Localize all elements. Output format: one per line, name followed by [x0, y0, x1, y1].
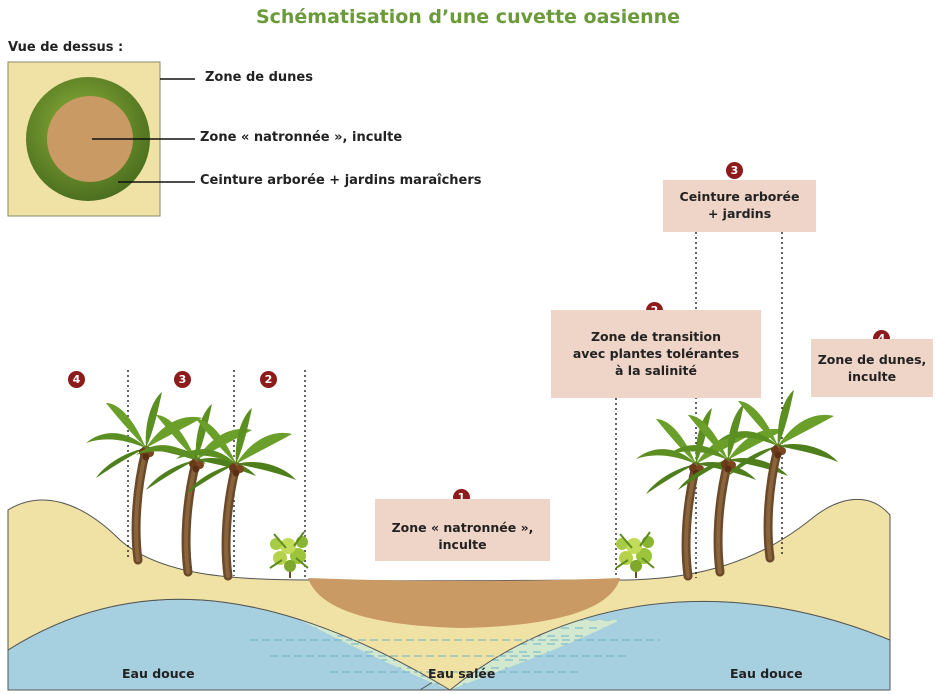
zone3-marker: 3: [726, 162, 743, 179]
zone1-box: Zone « natronnée », inculte: [375, 499, 550, 561]
water-label-right: Eau douce: [730, 666, 803, 681]
bush-right: [615, 531, 655, 579]
zone2-box: Zone de transition avec plantes tolérant…: [551, 310, 761, 398]
left-marker-2: 2: [260, 371, 277, 388]
water-label-center: Eau salée: [428, 666, 496, 681]
bush-left: [269, 531, 309, 579]
left-marker-3: 3: [174, 371, 191, 388]
palm-tree-left-2: [136, 404, 256, 572]
top-view-label: Vue de dessus :: [8, 40, 124, 55]
water-label-left: Eau douce: [122, 666, 195, 681]
left-marker-4: 4: [68, 371, 85, 388]
zone3-line-2: + jardins: [707, 206, 772, 221]
zone1-line-1: Zone « natronnée »,: [391, 520, 534, 535]
zone2-line-3: à la salinité: [615, 363, 697, 378]
diagram-title: Schématisation d’une cuvette oasienne: [255, 6, 681, 28]
natron-basin: [308, 578, 620, 628]
zone2-line-2: avec plantes tolérantes: [572, 346, 740, 361]
legend-belt: Ceinture arborée + jardins maraîchers: [200, 173, 482, 188]
zone3-line-1: Ceinture arborée: [679, 189, 800, 204]
legend-natron: Zone « natronnée », inculte: [200, 130, 403, 145]
legend-dunes: Zone de dunes: [205, 70, 313, 85]
zone4-box: Zone de dunes, inculte: [811, 339, 933, 397]
zone2-line-1: Zone de transition: [590, 329, 722, 344]
zone4-line-1: Zone de dunes,: [817, 352, 927, 367]
top-view-natron-center: [47, 96, 133, 182]
zone3-box: Ceinture arborée + jardins: [663, 180, 816, 232]
zone4-line-2: inculte: [847, 369, 897, 384]
zone1-line-2: inculte: [438, 537, 487, 552]
